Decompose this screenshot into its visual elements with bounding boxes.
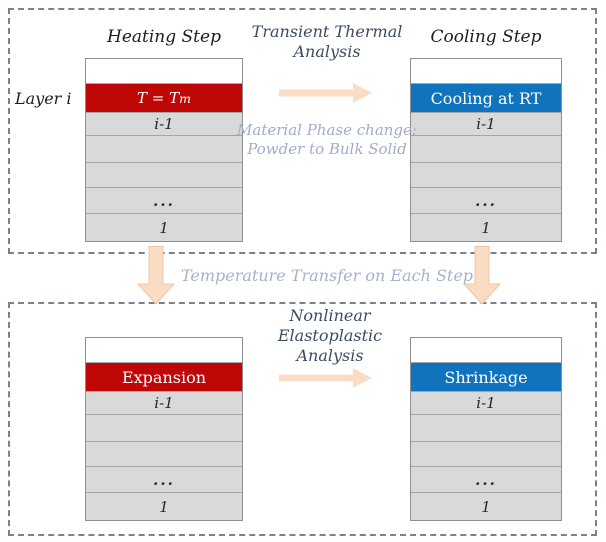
cooling-top-empty-cell (411, 59, 561, 84)
expansion-top-empty-cell (86, 338, 242, 363)
cooling-layer-empty-cell (411, 163, 561, 188)
cooling-step-title: Cooling Step (430, 27, 542, 47)
shrinkage-layer-dots-cell: ... (411, 467, 561, 493)
material-phase-note: Material Phase change: Powder to Bulk So… (237, 121, 417, 159)
heating-layer-dots-cell: ... (86, 188, 242, 214)
cooling-layer-prev-cell: i-1 (411, 113, 561, 136)
expansion-stack: Expansion i-1 ... 1 (85, 337, 243, 521)
heating-active-label: T = T (137, 89, 180, 107)
material-phase-note-line2: Powder to Bulk Solid (247, 139, 407, 158)
thermal-analysis-panel (8, 8, 597, 254)
cooling-layer-first-cell: 1 (411, 214, 561, 241)
transient-thermal-title-line1: Transient Thermal (251, 22, 403, 41)
heating-step-title: Heating Step (107, 27, 221, 47)
shrinkage-active-layer-cell: Shrinkage (411, 363, 561, 392)
layer-i-label: Layer i (15, 89, 72, 108)
expansion-layer-prev-cell: i-1 (86, 392, 242, 415)
expansion-layer-empty-cell (86, 442, 242, 467)
right-arrow-icon (279, 368, 372, 388)
heating-top-empty-cell (86, 59, 242, 84)
heating-active-subscript: m (179, 90, 191, 106)
expansion-layer-first-cell: 1 (86, 493, 242, 520)
cooling-active-layer-cell: Cooling at RT (411, 84, 561, 113)
heating-layer-prev-cell: i-1 (86, 113, 242, 136)
heating-layer-first-cell: 1 (86, 214, 242, 241)
cooling-layer-dots-cell: ... (411, 188, 561, 214)
elastoplastic-title: Nonlinear Elastoplastic Analysis (240, 306, 420, 366)
elastoplastic-analysis-panel (8, 302, 597, 536)
cooling-layer-empty-cell (411, 136, 561, 163)
down-arrow-icon (136, 246, 176, 305)
shrinkage-layer-empty-cell (411, 442, 561, 467)
shrinkage-layer-first-cell: 1 (411, 493, 561, 520)
expansion-layer-empty-cell (86, 415, 242, 442)
elastoplastic-title-line2: Analysis (296, 346, 364, 365)
expansion-active-layer-cell: Expansion (86, 363, 242, 392)
transient-thermal-title-line2: Analysis (293, 42, 361, 61)
shrinkage-stack: Shrinkage i-1 ... 1 (410, 337, 562, 521)
transient-thermal-title: Transient Thermal Analysis (237, 22, 417, 62)
down-arrow-icon (462, 246, 502, 305)
shrinkage-layer-prev-cell: i-1 (411, 392, 561, 415)
shrinkage-top-empty-cell (411, 338, 561, 363)
heating-layer-empty-cell (86, 163, 242, 188)
heating-layer-empty-cell (86, 136, 242, 163)
temperature-transfer-label: Temperature Transfer on Each Step (180, 266, 474, 285)
cooling-stack: Cooling at RT i-1 ... 1 (410, 58, 562, 242)
elastoplastic-title-line1: Nonlinear Elastoplastic (277, 306, 383, 345)
right-arrow-icon (279, 83, 372, 103)
expansion-layer-dots-cell: ... (86, 467, 242, 493)
material-phase-note-line1: Material Phase change: (237, 121, 417, 139)
shrinkage-layer-empty-cell (411, 415, 561, 442)
